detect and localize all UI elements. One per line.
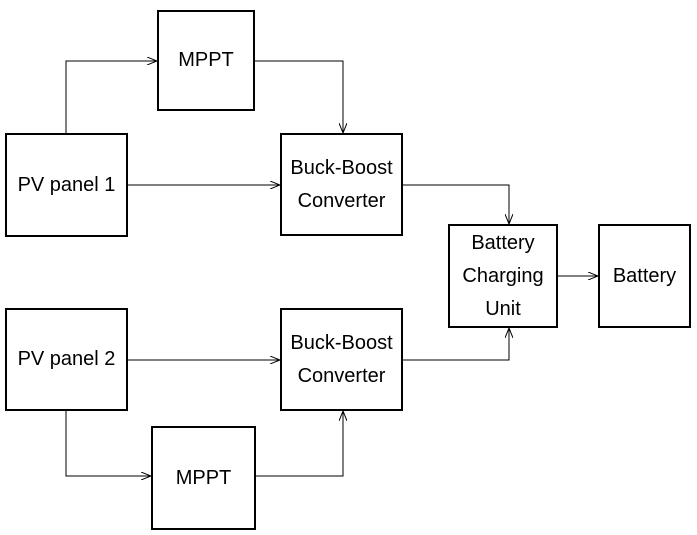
mppt-top-label: MPPT <box>178 49 234 71</box>
arrow-buckboost-bottom-to-charging-unit <box>403 329 509 361</box>
pv-panel-1-label: PV panel 1 <box>17 173 116 196</box>
buck-boost-top-label-line-1: Buck-Boost <box>290 156 393 179</box>
pv-panel-2-label: PV panel 2 <box>17 348 116 370</box>
mppt-bottom-label: MPPT <box>175 466 232 489</box>
battery-charging-unit-block: Battery Charging Unit <box>448 224 558 328</box>
charging-unit-label-line-1: Battery <box>471 231 535 254</box>
buck-boost-converter-block-bottom: Buck-Boost Converter <box>280 308 403 411</box>
mppt-block-bottom: MPPT <box>151 426 256 530</box>
battery-block: Battery <box>598 224 691 328</box>
charging-unit-label-line-3: Unit <box>485 297 521 320</box>
pv-panel-2-block: PV panel 2 <box>5 308 128 411</box>
arrow-pv1-to-mppt-top <box>65 61 156 133</box>
charging-unit-label-line-2: Charging <box>462 264 544 287</box>
mppt-block-top: MPPT <box>157 10 255 111</box>
buck-boost-top-label-line-2: Converter <box>297 189 386 212</box>
buck-boost-converter-block-top: Buck-Boost Converter <box>280 133 403 236</box>
arrow-mppt-bottom-to-buckboost-bottom <box>256 412 343 477</box>
buck-boost-bottom-label-line-1: Buck-Boost <box>290 331 393 354</box>
arrow-buckboost-top-to-charging-unit <box>403 184 509 223</box>
battery-label: Battery <box>612 264 677 287</box>
buck-boost-bottom-label-line-2: Converter <box>297 364 386 387</box>
pv-panel-1-block: PV panel 1 <box>5 133 128 237</box>
arrow-mppt-top-to-buckboost-top <box>255 60 343 132</box>
arrow-pv2-to-mppt-bottom <box>65 411 150 476</box>
